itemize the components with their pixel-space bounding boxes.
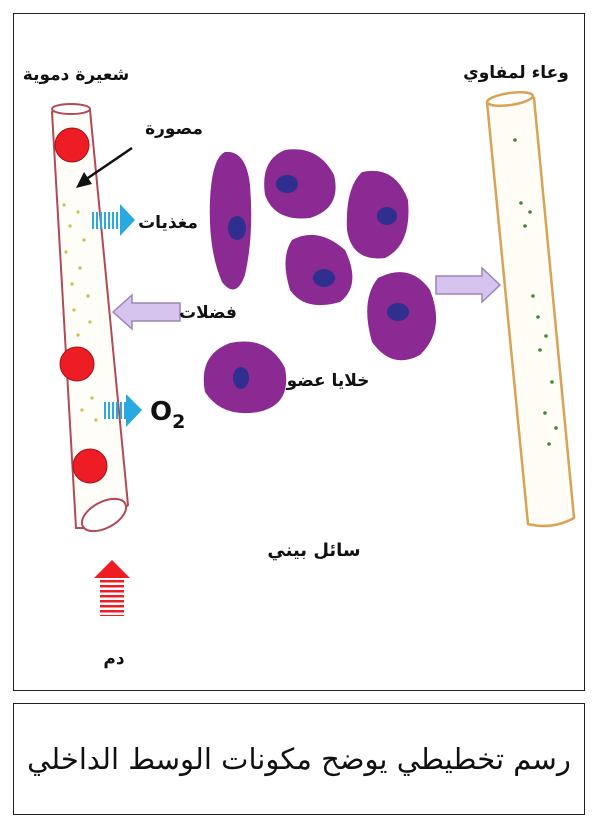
nutrients-arrow xyxy=(92,204,135,236)
waste-arrow xyxy=(111,293,181,331)
organ-cell xyxy=(203,341,287,414)
red-blood-cell xyxy=(54,127,90,163)
lymph-dots xyxy=(513,138,558,446)
waste-label: فضلات xyxy=(179,303,237,323)
organ-cell xyxy=(346,170,409,259)
interstitial-fluid-label: سائل بيني xyxy=(267,540,360,561)
blood-inflow-arrow xyxy=(94,560,130,616)
lymph-vessel xyxy=(485,91,576,528)
oxygen-symbol: O xyxy=(150,397,172,427)
oxygen-label: O2 xyxy=(150,397,185,433)
organ-cells xyxy=(203,149,437,414)
red-blood-cell xyxy=(59,346,95,382)
oxygen-subscript: 2 xyxy=(172,411,185,433)
red-cell-label: مصورة xyxy=(145,119,203,139)
capillary-plasma-dots xyxy=(62,203,98,422)
internal-environment-diagram: شعيرة دموية وعاء لمفاوي مصورة مغذيات فضل… xyxy=(23,63,576,669)
organ-cells-label: خلايا عضو xyxy=(286,371,370,391)
blood-label: دم xyxy=(103,649,124,669)
lymph-flow-arrow xyxy=(435,266,502,304)
organ-cell xyxy=(285,234,353,306)
lymph-vessel-label: وعاء لمفاوي xyxy=(463,63,569,83)
capillary-label: شعيرة دموية xyxy=(23,65,129,85)
caption-box: رسم تخطيطي يوضح مكونات الوسط الداخلي xyxy=(13,703,585,815)
organ-cell xyxy=(264,149,336,219)
oxygen-arrow xyxy=(102,394,142,427)
red-cell-pointer-arrow xyxy=(76,146,133,188)
capillary xyxy=(50,103,130,533)
red-blood-cell xyxy=(72,448,108,484)
organ-cell xyxy=(367,272,437,361)
caption: رسم تخطيطي يوضح مكونات الوسط الداخلي xyxy=(27,742,571,776)
organ-cell xyxy=(209,151,252,290)
nutrients-label: مغذيات xyxy=(138,213,198,233)
